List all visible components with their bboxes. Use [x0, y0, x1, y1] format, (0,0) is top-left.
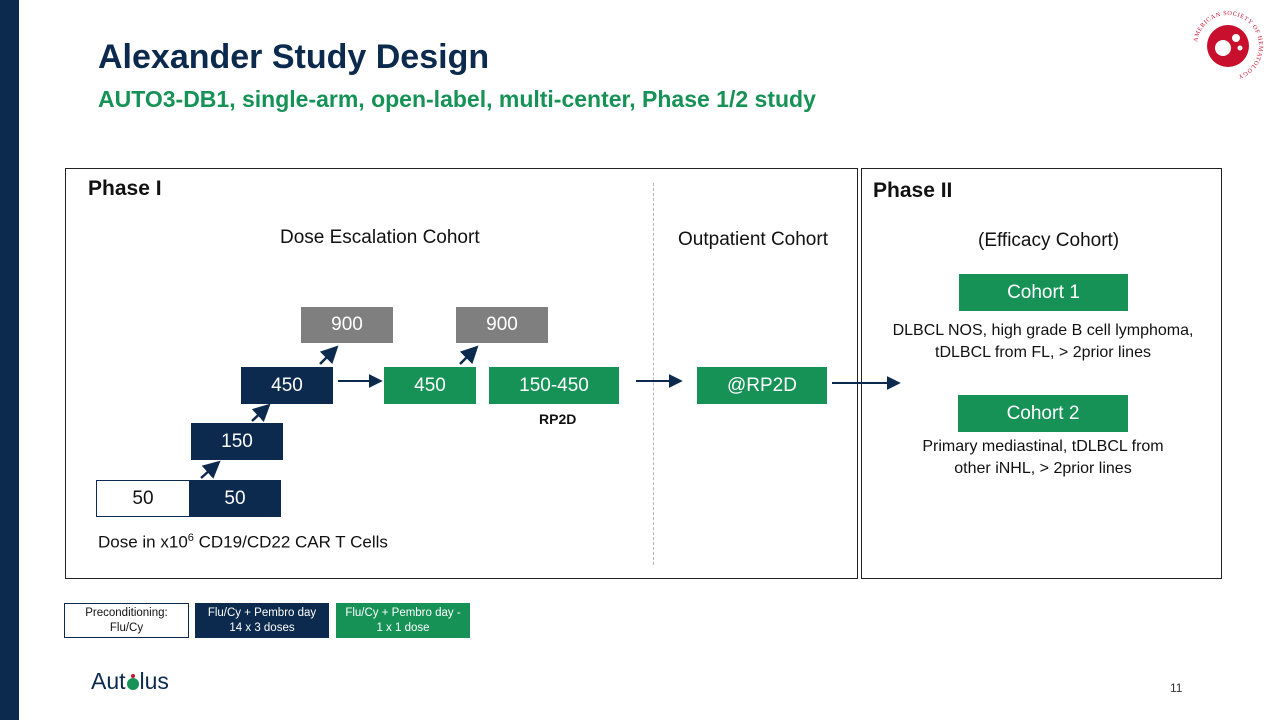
dose-150-box: 150 — [191, 423, 283, 460]
dose-caption-exponent: 6 — [187, 532, 194, 544]
phase2-panel — [861, 168, 1222, 579]
cohort1-box: Cohort 1 — [959, 274, 1128, 311]
legend-item3-line2: 1 x 1 dose — [376, 621, 430, 634]
cohort1-line1: DLBCL NOS, high grade B cell lymphoma, — [892, 322, 1194, 339]
dose-450-navy-box: 450 — [241, 367, 333, 404]
outpatient-label: Outpatient Cohort — [678, 229, 828, 250]
arrow-450-to-900-a — [319, 345, 339, 365]
rp2d-outpatient-box: @RP2D — [697, 367, 827, 404]
legend-pembro-day-minus1: Flu/Cy + Pembro day - 1 x 1 dose — [336, 603, 470, 638]
dose-900-box-b: 900 — [456, 307, 548, 343]
dose-50-preconditioning-box: 50 — [96, 480, 190, 517]
efficacy-label: (Efficacy Cohort) — [978, 230, 1120, 251]
dose-caption-suffix: CD19/CD22 CAR T Cells — [193, 532, 388, 552]
slide-title: Alexander Study Design — [98, 38, 490, 76]
cohort1-line2: tDLBCL from FL, > 2prior lines — [935, 344, 1151, 361]
logo-text-end: lus — [139, 668, 169, 694]
cohort1-description: DLBCL NOS, high grade B cell lymphoma, t… — [870, 320, 1216, 364]
legend-pembro-day14: Flu/Cy + Pembro day 14 x 3 doses — [195, 603, 329, 638]
cohort2-line2: other iNHL, > 2prior lines — [954, 460, 1132, 477]
rp2d-label: RP2D — [539, 411, 577, 427]
cohort2-box: Cohort 2 — [958, 395, 1128, 432]
logo-text-start: Aut — [91, 668, 126, 694]
legend-item1-line2: Flu/Cy — [109, 621, 144, 634]
phase2-label: Phase II — [873, 179, 953, 202]
arrow-450-to-900-b — [459, 345, 479, 365]
phase1-panel — [65, 168, 858, 579]
legend-item3-line1: Flu/Cy + Pembro day - — [345, 606, 461, 619]
dose-50-pembro-box: 50 — [189, 480, 281, 517]
legend-preconditioning: Preconditioning: Flu/Cy — [64, 603, 189, 638]
legend-item2-line1: Flu/Cy + Pembro day — [207, 606, 317, 619]
slide-subtitle: AUTO3-DB1, single-arm, open-label, multi… — [98, 86, 816, 112]
cohort2-description: Primary mediastinal, tDLBCL from other i… — [870, 436, 1216, 480]
dose-450-green-box: 450 — [384, 367, 476, 404]
logo-dot-icon — [126, 673, 139, 690]
dose-900-box-a: 900 — [301, 307, 393, 343]
arrow-50-to-150 — [200, 460, 221, 479]
arrow-150-to-450 — [251, 403, 271, 422]
cohort-divider — [653, 183, 654, 565]
page-number: 11 — [1170, 681, 1183, 695]
ash-seal-logo: AMERICAN SOCIETY OF HEMATOLOGY — [1192, 10, 1264, 82]
dose-150-450-box: 150-450 — [489, 367, 619, 404]
legend-item2-line2: 14 x 3 doses — [229, 621, 295, 634]
legend-item1-line1: Preconditioning: — [85, 606, 168, 619]
dose-caption: Dose in x106 CD19/CD22 CAR T Cells — [98, 532, 388, 553]
dose-caption-prefix: Dose in x10 — [98, 532, 188, 552]
left-accent-bar — [0, 0, 19, 720]
cohort2-line1: Primary mediastinal, tDLBCL from — [922, 438, 1164, 455]
phase1-label: Phase I — [88, 177, 162, 200]
dose-escalation-label: Dose Escalation Cohort — [280, 227, 480, 248]
